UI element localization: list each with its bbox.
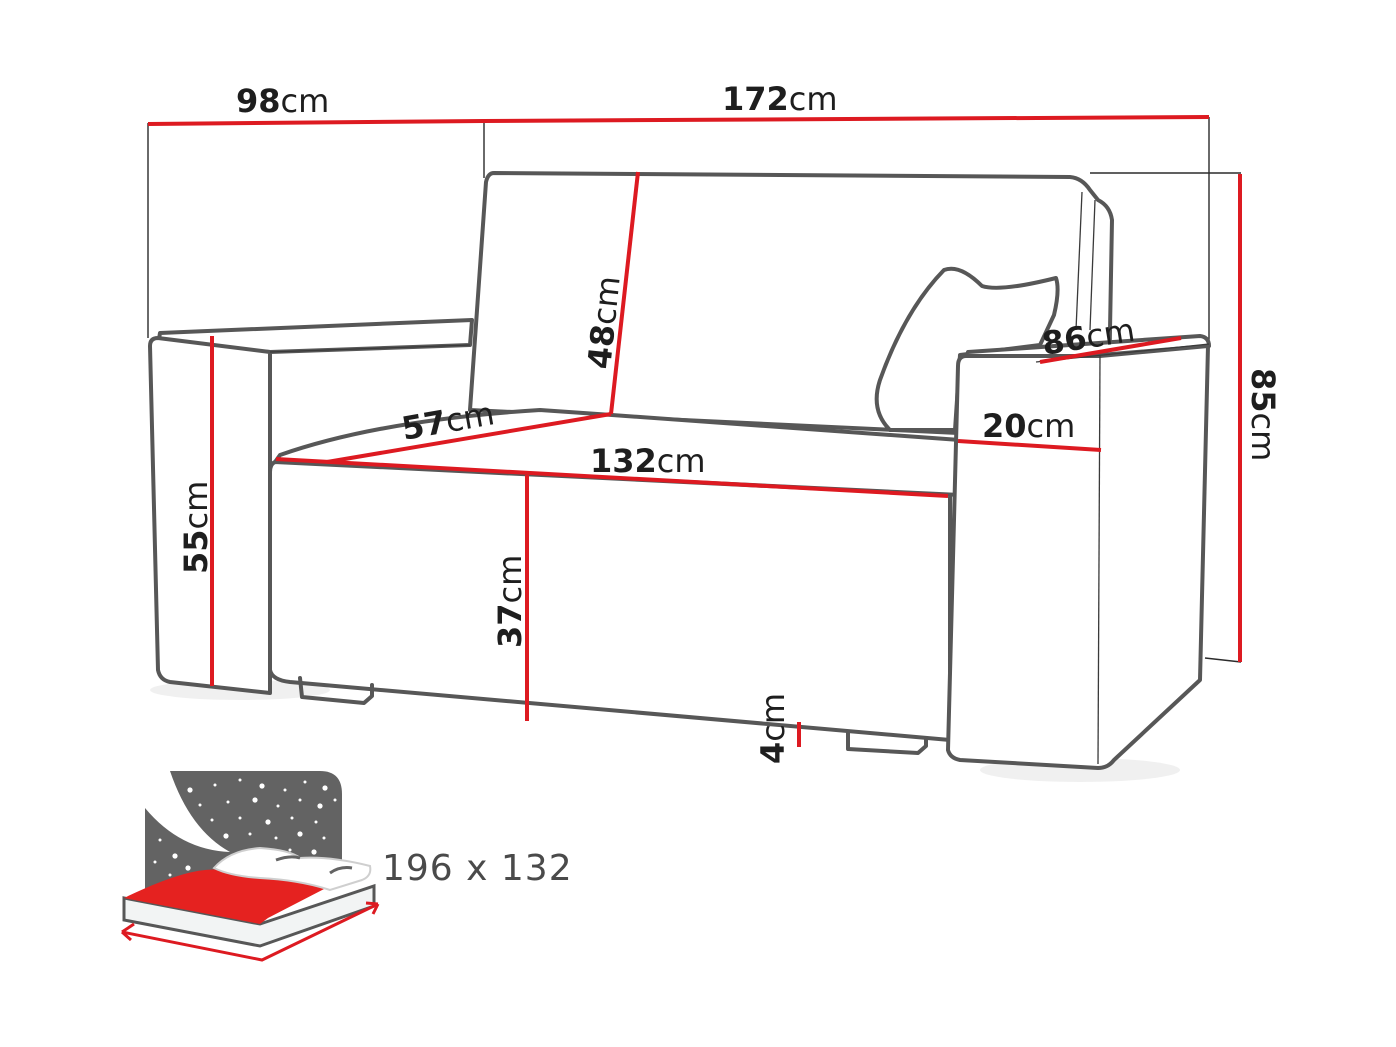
dimension-labels: 98cm 172cm 85cm 86cm 20cm 48cm 57cm 132c… [177,80,1282,764]
seat-cushion-top [273,408,962,497]
star-icon [303,780,307,784]
label-seat-depth: 57cm [399,394,497,448]
dim-line-armrest-depth [1039,336,1182,364]
star-icon [213,783,217,787]
star-icon [238,778,242,782]
pillow-crease-1 [275,855,301,862]
dim-line-seat-depth [326,412,612,464]
right-armrest-inner-edge [1097,355,1101,765]
dim-line-seat-width [275,457,949,498]
label-seat-height: 37cm [491,555,529,648]
dim-line-armrest-width [957,439,1102,452]
star-icon [297,831,303,837]
backrest-side-line-2 [1089,199,1096,331]
backrest-side-line-1 [1075,191,1083,331]
bed-icon: 196 x 132 [121,771,573,962]
star-icon [238,816,242,820]
star-icon [252,797,258,803]
star-icon [322,785,328,791]
dim-line-backrest-height [609,171,640,415]
star-icon [276,804,280,808]
star-icon [311,849,317,855]
star-icon [265,819,271,825]
star-icon [210,818,214,822]
star-icon [168,873,172,877]
star-icon [248,832,252,836]
star-icon [322,836,326,840]
star-icon [283,788,287,792]
star-icon [153,860,157,864]
arrowhead-right [365,901,380,915]
label-depth-total: 98cm [236,82,329,120]
left-armrest-inner-edge [269,344,471,353]
label-height-total: 85cm [1244,368,1282,461]
star-icon [274,836,278,840]
seat-front [268,460,952,742]
star-icon [333,798,337,802]
star-icon [314,820,318,824]
right-armrest-front [946,344,1210,770]
star-icon [298,798,302,802]
star-icon [290,816,294,820]
label-armrest-height: 55cm [177,481,215,574]
dimension-lines [147,115,1242,747]
star-icon [317,803,323,809]
label-armrest-depth: 86cm [1039,311,1137,363]
label-leg-height: 4cm [754,693,792,764]
arrowhead-left [121,922,135,942]
throw-pillow [874,266,1060,432]
star-icon [185,865,191,871]
star-icon [226,800,230,804]
label-backrest-height: 48cm [580,274,628,371]
mattress-sheet [124,869,330,924]
star-icon [158,838,162,842]
sleeping-area-label: 196 x 132 [382,848,573,889]
left-leg [298,676,374,705]
middle-leg [846,730,928,755]
label-armrest-width: 20cm [982,407,1075,445]
star-icon [223,833,229,839]
star-icon [198,803,202,807]
bed-length-arrow [121,902,379,962]
label-seat-width: 132cm [590,442,706,480]
star-icon [288,848,292,852]
star-icon [259,783,265,789]
star-icon [172,853,178,859]
dim-line-width-total [483,115,1210,123]
pillow-icon [212,846,372,892]
extension-lines [147,117,1242,663]
star-icon [187,787,193,793]
extension-line-height-bottom [1204,657,1242,663]
stars-group [153,778,337,877]
pillow-crease-2 [329,866,353,875]
label-width-total: 172cm [722,80,838,118]
dim-line-depth-total [147,119,485,126]
